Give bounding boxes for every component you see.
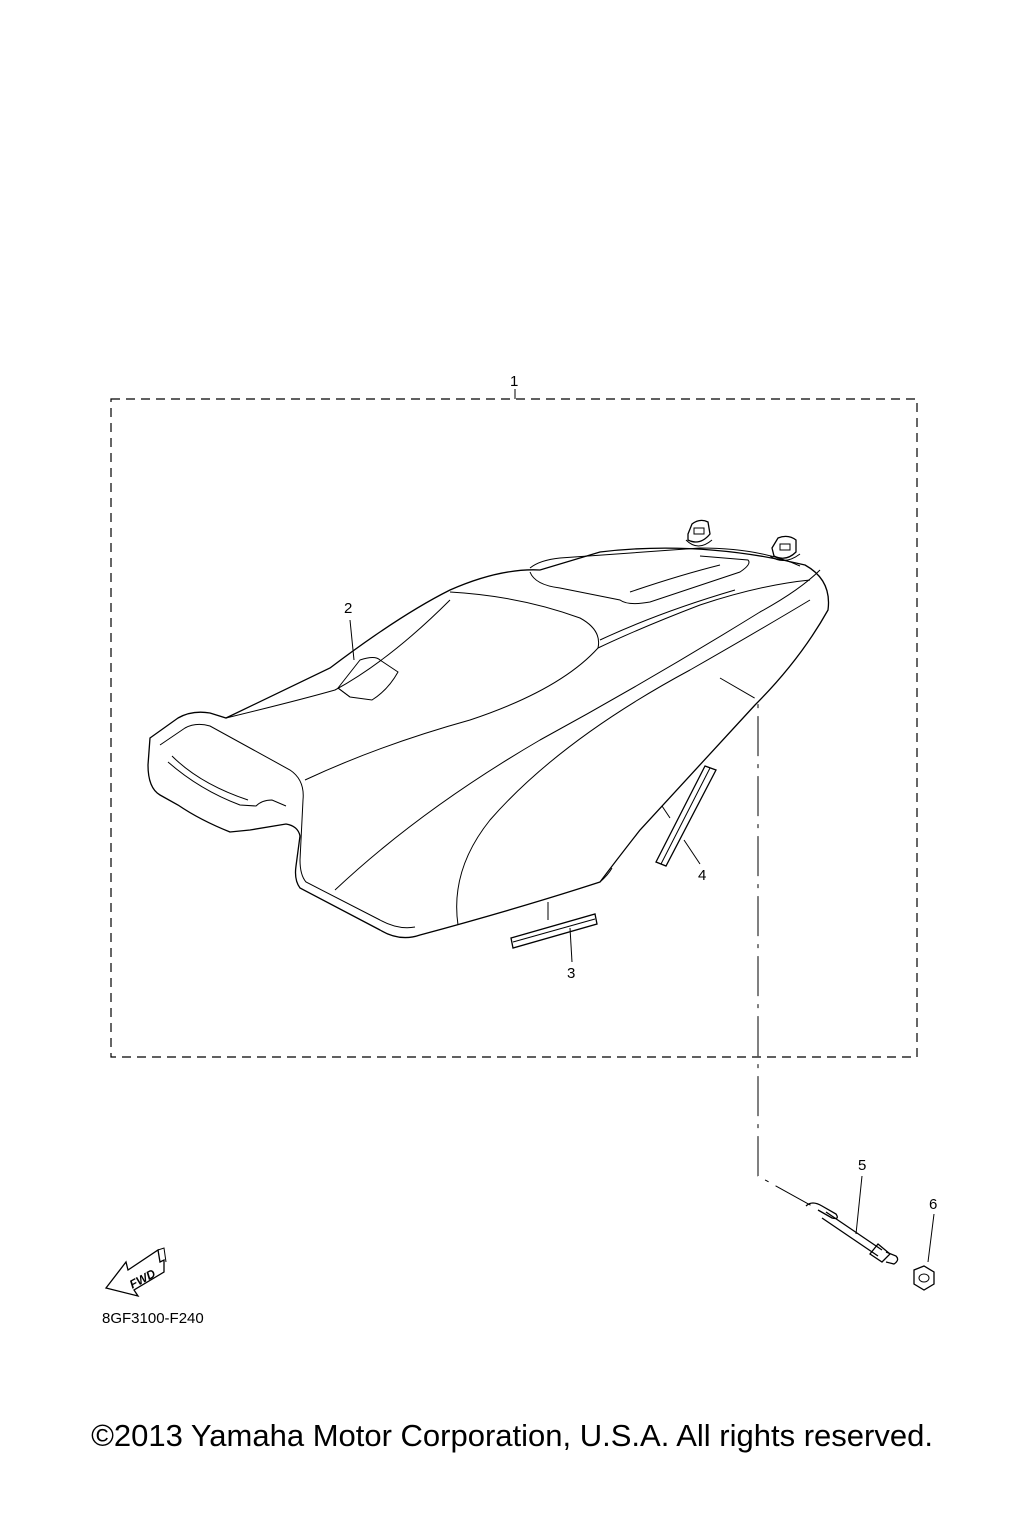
fwd-label: FWD: [127, 1266, 158, 1291]
callout-2-leader: [349, 619, 355, 661]
callout-4-leader-lower: [683, 839, 701, 865]
callout-4: 4: [698, 867, 706, 884]
seat-hook-left: [685, 519, 713, 547]
callout-5-leader: [855, 1175, 863, 1235]
drawing-code: 8GF3100-F240: [102, 1310, 204, 1327]
callout-5: 5: [858, 1157, 866, 1174]
callout-6: 6: [929, 1196, 937, 1213]
callout-2: 2: [344, 600, 352, 617]
callout-5-long-leader: [719, 677, 813, 1207]
callout-4-leader: [661, 805, 671, 819]
seat-hook-right: [769, 535, 801, 561]
callout-3-leader-lower: [569, 927, 573, 963]
part-3-strip: [510, 913, 598, 949]
copyright-notice: ©2013 Yamaha Motor Corporation, U.S.A. A…: [91, 1418, 933, 1453]
part-6-nut: [913, 1265, 935, 1291]
assembly-boundary: [110, 398, 918, 1058]
fwd-arrow-icon: FWD: [104, 1247, 167, 1298]
part-4-strip: [655, 765, 717, 867]
seat-assembly: [147, 519, 830, 939]
callout-6-leader: [927, 1213, 935, 1263]
callout-3: 3: [567, 965, 575, 982]
callout-1: 1: [510, 373, 518, 390]
part-5-bolt: [805, 1202, 899, 1265]
